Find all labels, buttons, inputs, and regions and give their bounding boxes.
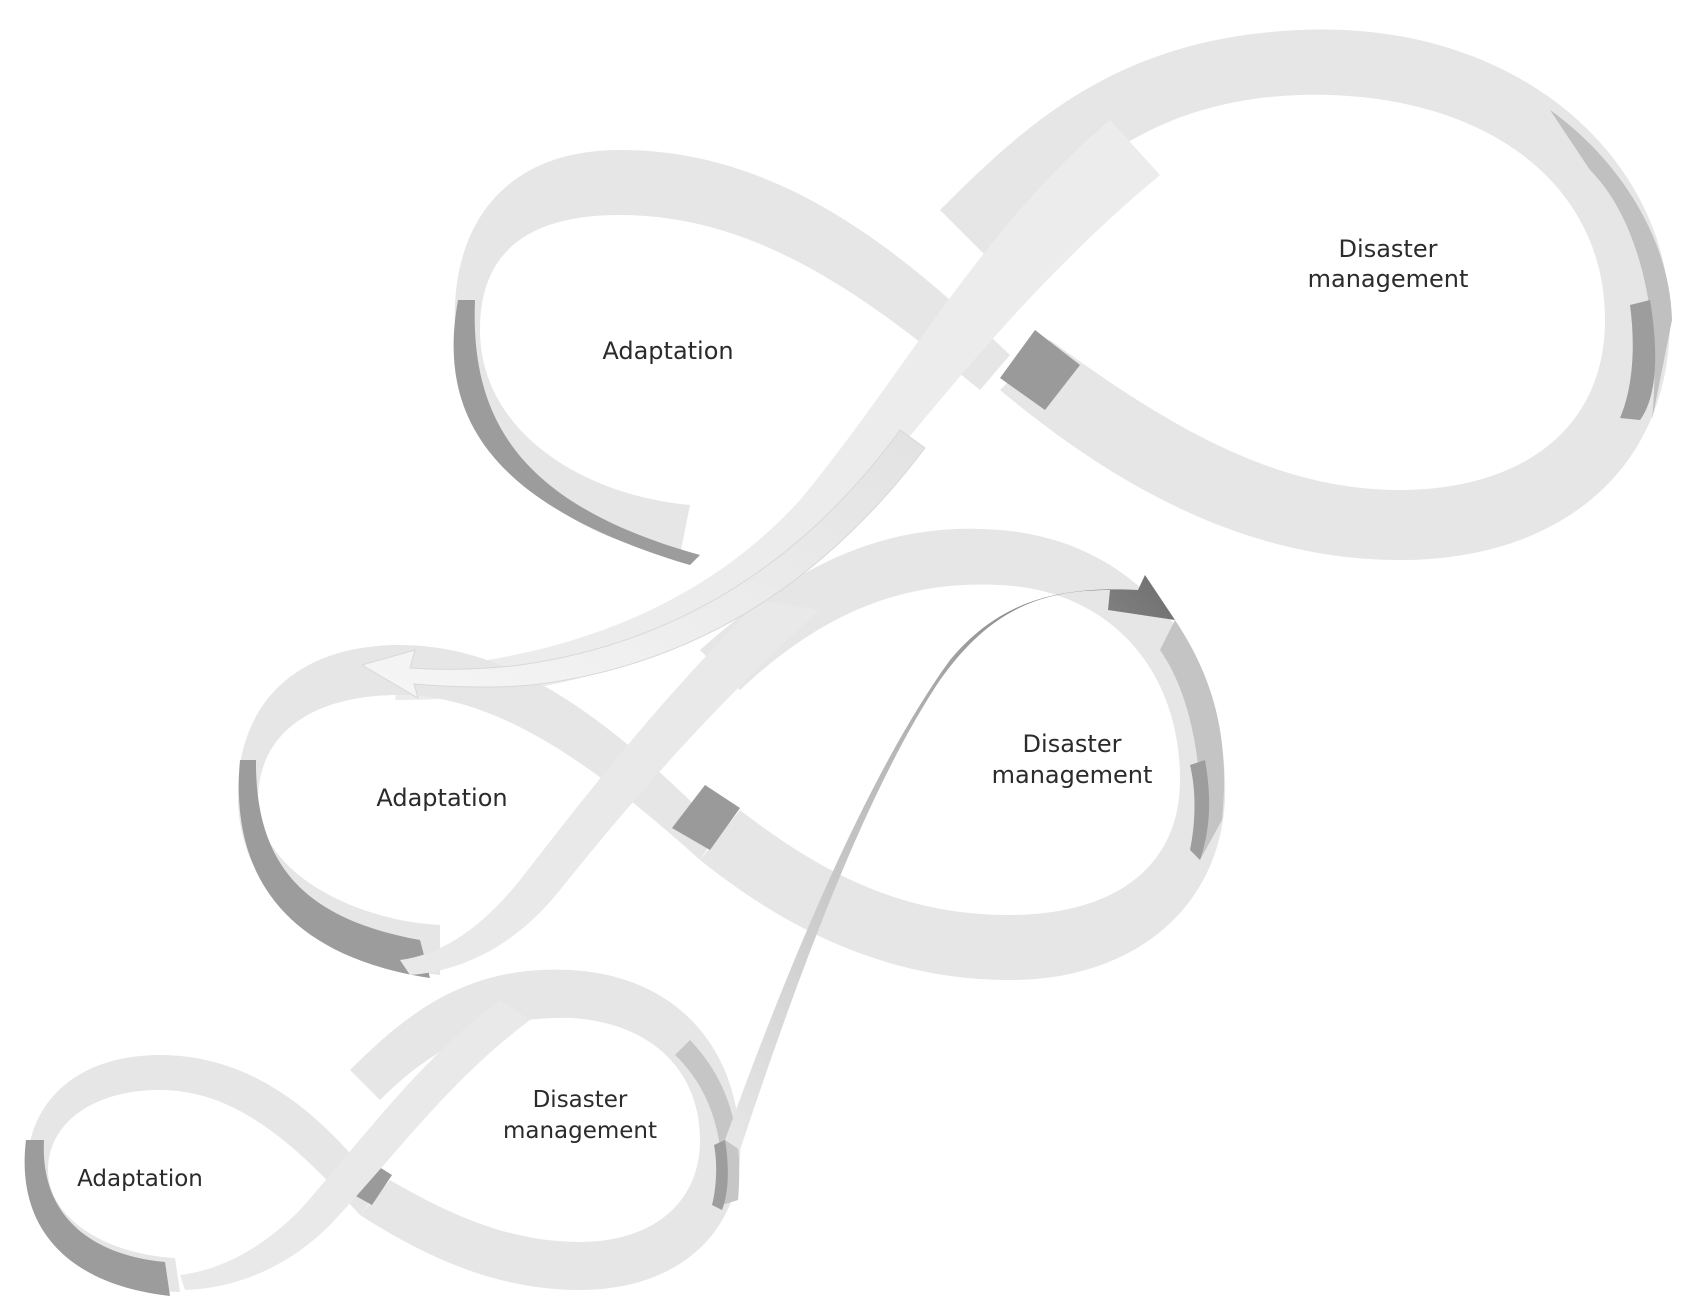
loop-top	[395, 29, 1672, 700]
loop-middle	[237, 528, 1226, 980]
ribbon-shadow	[1000, 330, 1080, 410]
ribbon-segment	[400, 600, 820, 975]
bottom-right-label-line2: management	[503, 1118, 657, 1144]
ribbon-shadow	[1550, 110, 1672, 420]
bottom-right-label-line1: Disaster	[533, 1087, 628, 1113]
middle-right-label-line2: management	[992, 761, 1153, 789]
ribbon-segment	[940, 29, 1670, 560]
ribbon-shadow	[238, 760, 430, 978]
ribbon-shadow	[672, 785, 740, 850]
ribbon-segment	[27, 1055, 380, 1292]
ribbon-shadow	[24, 1140, 171, 1296]
ribbon-shadow	[1190, 760, 1210, 860]
ribbon-shadow	[712, 1140, 728, 1210]
transition-arrow-light	[360, 429, 926, 700]
ribbon-segment	[180, 1000, 530, 1290]
middle-left-label: Adaptation	[376, 784, 507, 812]
ribbon-segment	[454, 150, 1010, 555]
loop-bottom	[24, 969, 741, 1296]
ribbon-segment	[395, 120, 1160, 700]
bottom-left-label: Adaptation	[77, 1166, 203, 1192]
ribbon-segment	[237, 645, 721, 975]
middle-right-label-line1: Disaster	[1023, 730, 1122, 758]
top-right-label-line1: Disaster	[1339, 235, 1438, 263]
ribbon-shadow	[1620, 300, 1656, 420]
ribbon-shadow	[453, 300, 700, 565]
top-left-label: Adaptation	[602, 337, 733, 365]
top-right-label-line2: management	[1308, 265, 1469, 293]
